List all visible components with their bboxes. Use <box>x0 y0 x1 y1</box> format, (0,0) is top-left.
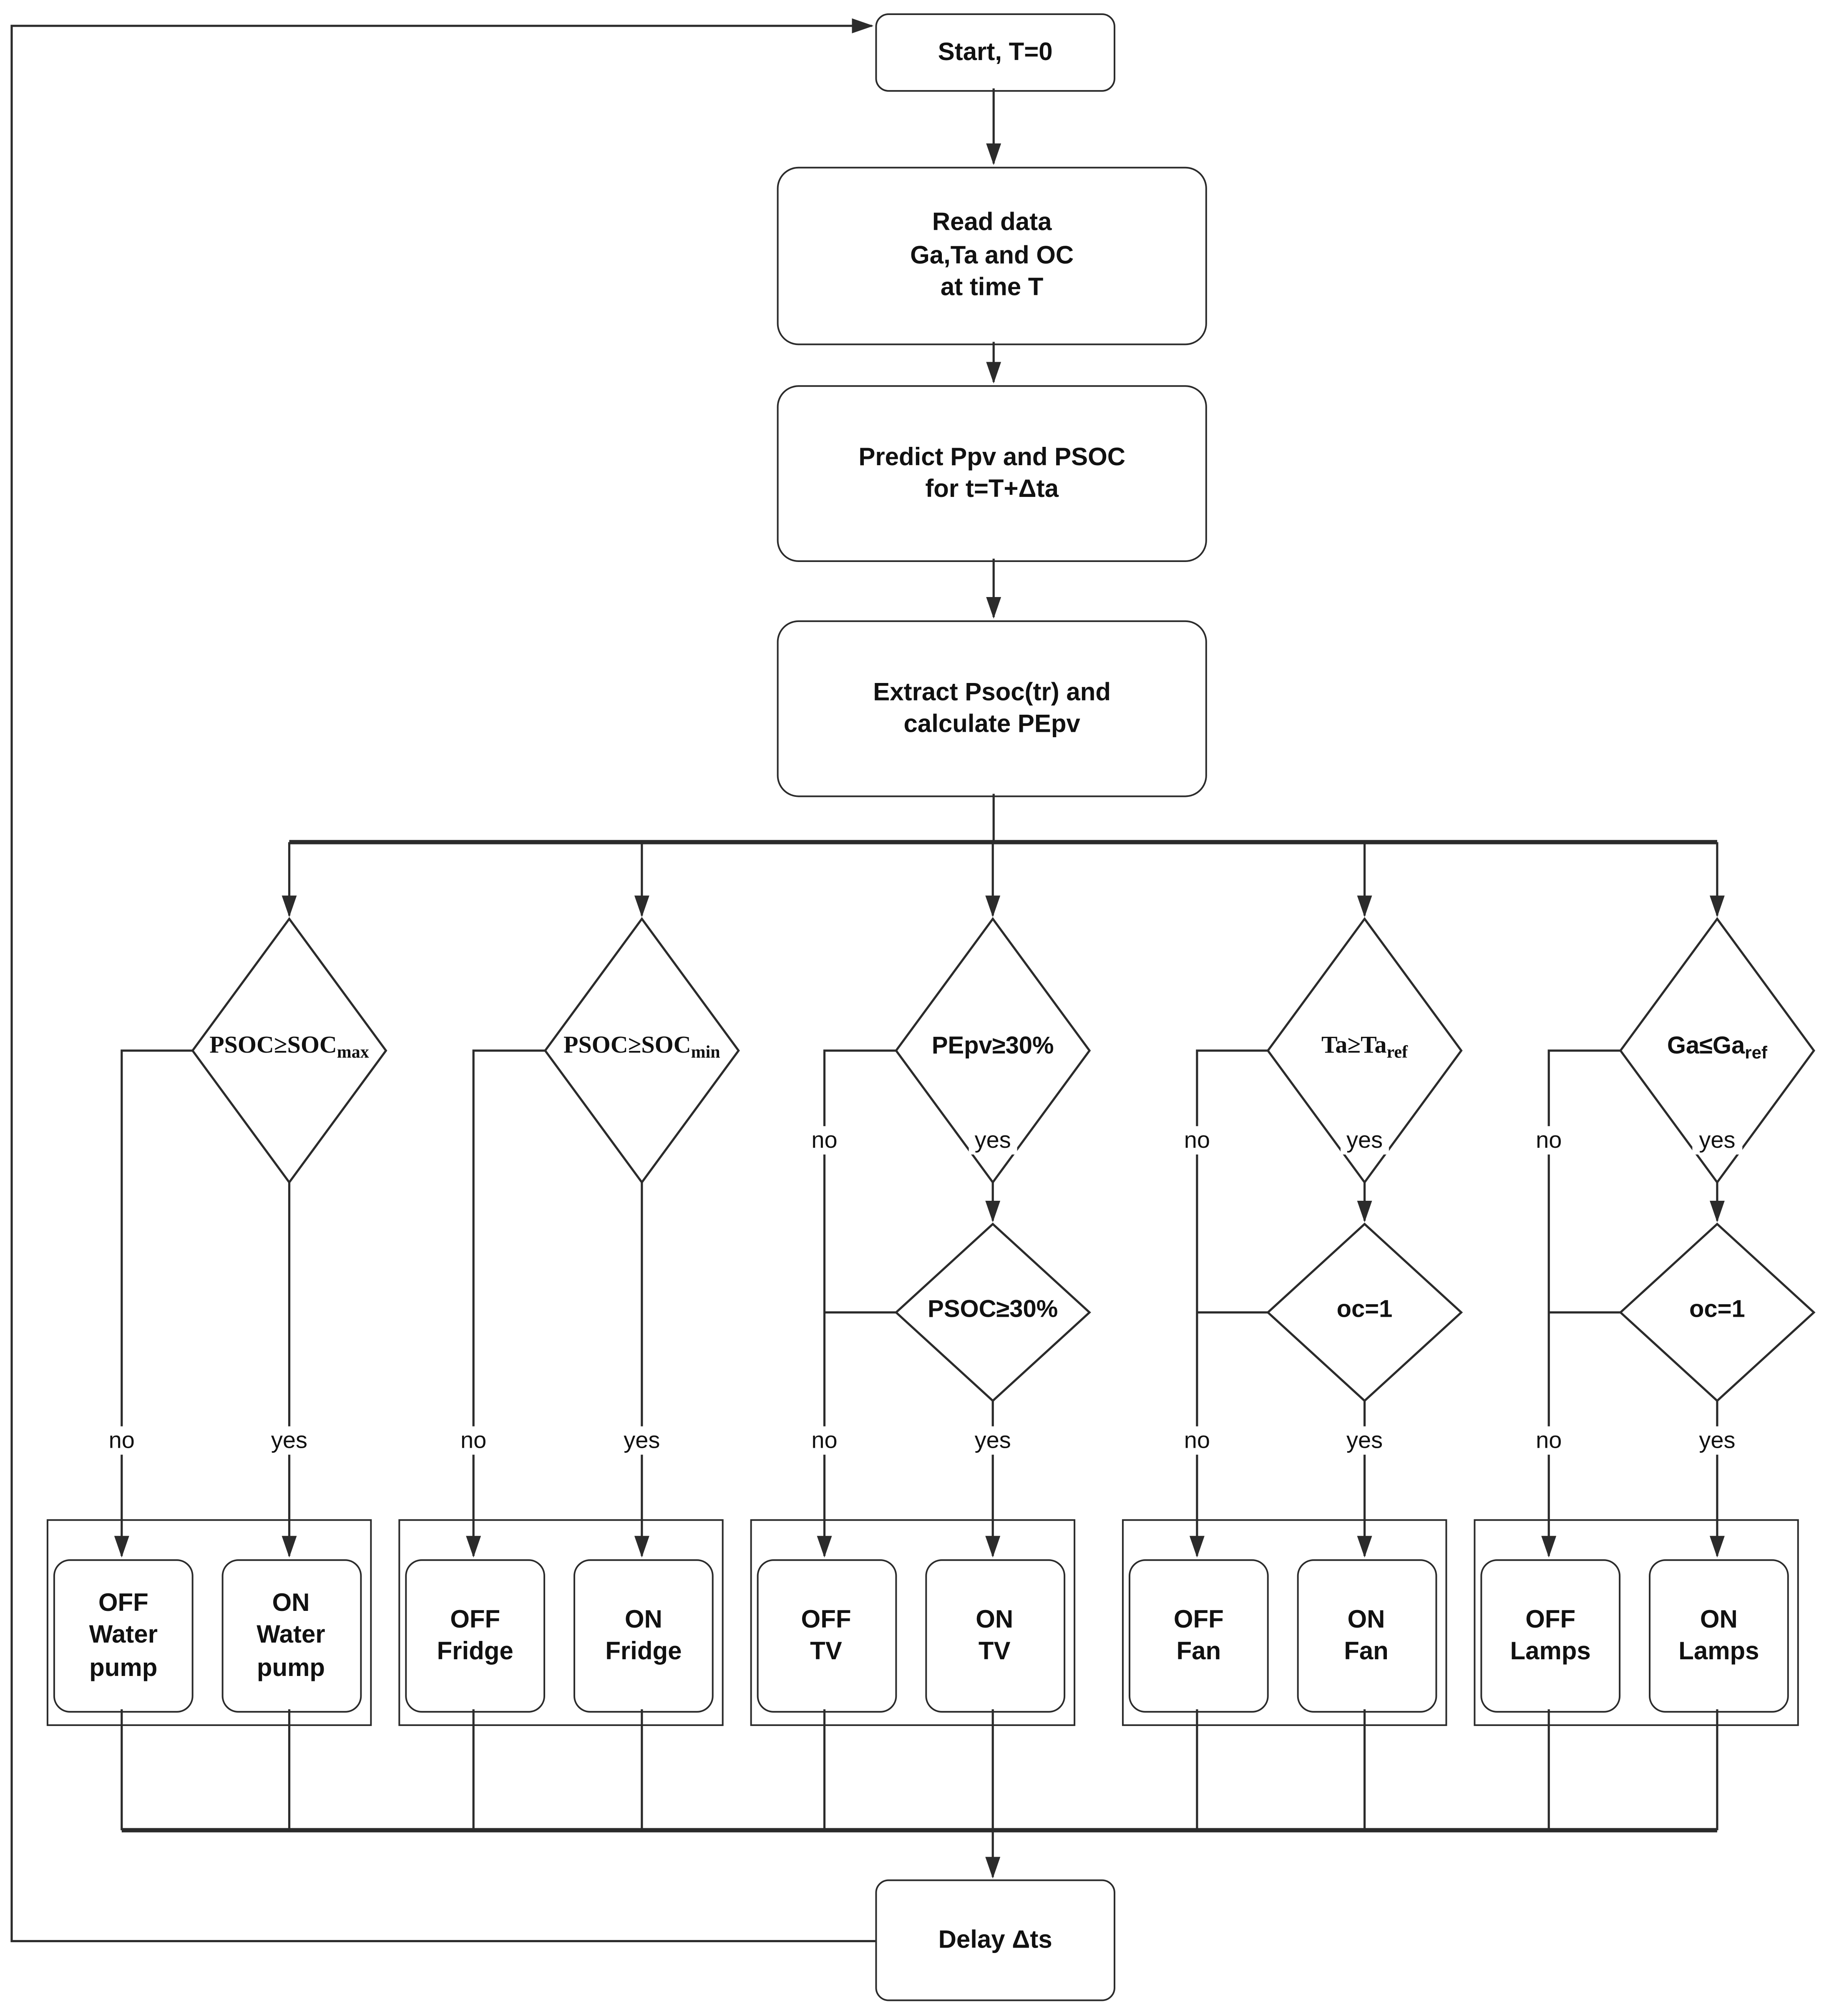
decision-text: PSOC≥SOC <box>209 1033 337 1060</box>
off-lamps-node: OFF Lamps <box>1480 1559 1621 1713</box>
off-fan-node: OFF Fan <box>1128 1559 1269 1713</box>
branch-fridge-connectors <box>466 917 740 1830</box>
no-edge <box>466 1049 546 1558</box>
decision-ta-label: Ta≥Taref <box>1321 1034 1408 1063</box>
delay-node: Delay Δts <box>875 1879 1115 2001</box>
tv-yes-label: yes <box>968 1426 1018 1456</box>
on-fan-node: ON Fan <box>1296 1559 1437 1713</box>
branch-fan-connectors <box>1189 917 1463 1830</box>
decision-pepv-label: PEpv≥30% <box>932 1035 1054 1063</box>
fan-group-box <box>1122 1519 1447 1726</box>
no-edge <box>1541 1049 1621 1558</box>
on-fridge-node: ON Fridge <box>573 1559 714 1713</box>
decision-oc-lamps-label: oc=1 <box>1689 1297 1745 1326</box>
main-flow-connectors <box>10 18 1725 1943</box>
lamps-group-box <box>1474 1519 1799 1726</box>
tv-no-label: no <box>805 1426 844 1456</box>
fridge-yes-label: yes <box>617 1426 667 1456</box>
decision-oc-fan-label: oc=1 <box>1336 1297 1393 1326</box>
decision-psoc-min-label: PSOC≥SOCmin <box>564 1034 720 1063</box>
decision-text: oc=1 <box>1689 1297 1745 1324</box>
decision-subscript: ref <box>1386 1044 1408 1063</box>
on-lamps-node: ON Lamps <box>1649 1559 1789 1713</box>
fan-upper-yes-label: yes <box>1339 1126 1390 1155</box>
fan-upper-no-label: no <box>1177 1126 1217 1155</box>
extract-node: Extract Psoc(tr) and calculate PEpv <box>777 620 1207 797</box>
fridge-no-label: no <box>454 1426 493 1456</box>
decision-subscript: max <box>337 1044 369 1063</box>
decision-subscript: min <box>691 1044 720 1063</box>
lamps-no-label: no <box>1529 1426 1569 1456</box>
lamps-upper-no-label: no <box>1529 1126 1569 1155</box>
off-fridge-node: OFF Fridge <box>405 1559 546 1713</box>
decision-text: oc=1 <box>1336 1297 1393 1324</box>
branch-water-pump-connectors <box>114 917 387 1830</box>
decision-text: PSOC≥30% <box>928 1297 1058 1324</box>
fan-no-label: no <box>1177 1426 1217 1456</box>
read-data-node: Read data Ga,Ta and OC at time T <box>777 166 1207 345</box>
branch-lamps-connectors <box>1541 917 1816 1830</box>
on-water-pump-node: ON Water pump <box>221 1559 361 1713</box>
fan-yes-label: yes <box>1339 1426 1390 1456</box>
pump-yes-label: yes <box>264 1426 314 1456</box>
off-water-pump-node: OFF Water pump <box>53 1559 194 1713</box>
start-node: Start, T=0 <box>875 13 1115 92</box>
decision-text: Ga≤Ga <box>1667 1033 1745 1061</box>
pump-no-label: no <box>102 1426 141 1456</box>
no-edge <box>1189 1049 1268 1558</box>
decision-text: Ta≥Ta <box>1321 1033 1387 1060</box>
lamps-yes-label: yes <box>1692 1426 1742 1456</box>
no-edge <box>817 1049 896 1558</box>
fridge-group-box <box>398 1519 724 1726</box>
on-tv-node: ON TV <box>924 1559 1065 1713</box>
decision-psoc30-label: PSOC≥30% <box>928 1297 1058 1326</box>
decision-psoc-max-label: PSOC≥SOCmax <box>209 1034 369 1063</box>
decision-text: PSOC≥SOC <box>564 1033 691 1060</box>
predict-node: Predict Ppv and PSOC for t=T+Δta <box>777 385 1207 562</box>
lamps-upper-yes-label: yes <box>1692 1126 1742 1155</box>
off-tv-node: OFF TV <box>756 1559 896 1713</box>
tv-group-box <box>749 1519 1075 1726</box>
decision-subscript: ref <box>1745 1043 1768 1064</box>
branch-tv-connectors <box>817 917 1091 1830</box>
decision-text: PEpv≥30% <box>931 1033 1054 1061</box>
loop-connector <box>10 18 876 1943</box>
water-pump-group-box <box>46 1519 371 1726</box>
decision-ga-label: Ga≤Garef <box>1667 1035 1767 1063</box>
tv-upper-yes-label: yes <box>968 1126 1018 1155</box>
tv-upper-no-label: no <box>805 1126 844 1155</box>
no-edge <box>114 1049 193 1558</box>
